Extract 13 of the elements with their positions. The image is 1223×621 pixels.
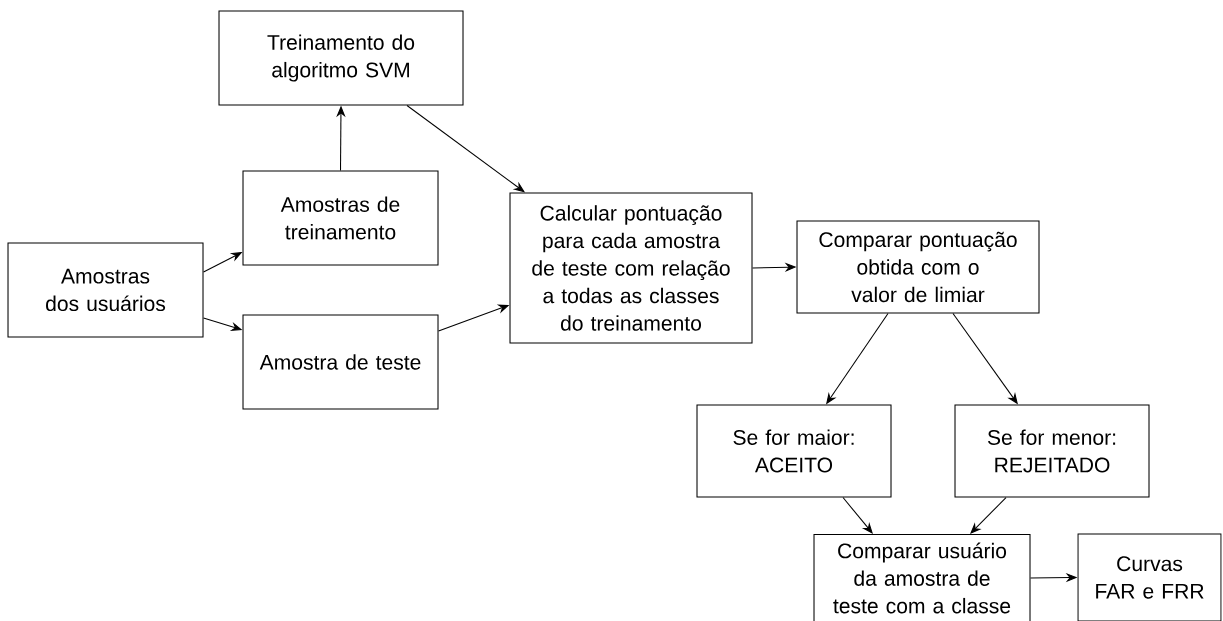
- process-box: Treinamento do algoritmo SVM: [218, 10, 464, 106]
- process-box: Amostra de teste: [242, 314, 439, 410]
- process-box: Amostras de treinamento: [242, 170, 439, 266]
- process-box: Comparar pontuação obtida com o valor de limiar: [796, 220, 1040, 314]
- process-box: Amostras dos usuários: [7, 242, 204, 338]
- process-box: Se for maior: ACEITO: [696, 404, 892, 498]
- process-box: Comparar usuário da amostra de teste com a classe: [813, 534, 1031, 621]
- process-box: Se for menor: REJEITADO: [954, 404, 1150, 498]
- process-box: Curvas FAR e FRR: [1077, 533, 1222, 621]
- arrow: [406, 105, 525, 193]
- arrow: [842, 497, 873, 534]
- arrow: [970, 497, 1007, 534]
- process-box: Calcular pontuação para cada amostra de teste com relação a todas as classes do treinamento: [509, 192, 753, 344]
